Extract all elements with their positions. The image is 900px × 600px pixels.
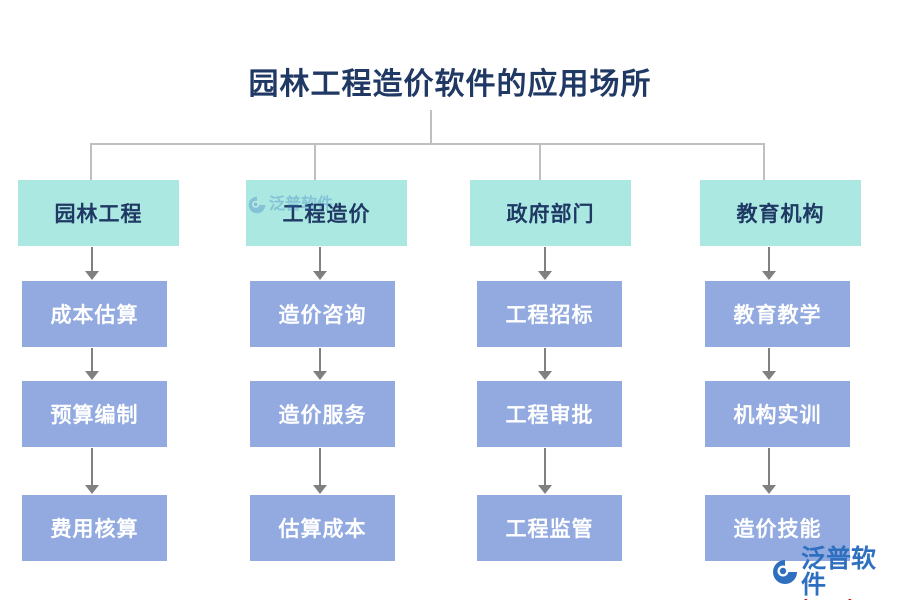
column-item-label: 工程监管 xyxy=(505,517,594,541)
column-item-label: 工程审批 xyxy=(505,403,594,427)
column-heading-label: 政府部门 xyxy=(506,202,595,226)
arrow-col1-h-to-1 xyxy=(85,247,99,280)
column-item-label: 预算编制 xyxy=(50,403,139,427)
arrow-col4-2-to-3 xyxy=(762,448,776,494)
branch-drop-connector-3 xyxy=(539,143,541,181)
fanpu-swoosh-logo-icon xyxy=(772,559,798,585)
arrow-col4-1-to-2 xyxy=(762,348,776,380)
branch-drop-connector-1 xyxy=(90,143,92,181)
column-item-label: 机构实训 xyxy=(733,403,822,427)
column-item-label: 估算成本 xyxy=(278,517,367,541)
column-item-label: 费用核算 xyxy=(50,517,139,541)
arrow-col1-2-to-3 xyxy=(85,448,99,494)
column-item-4-1[interactable]: 教育教学 xyxy=(705,281,850,347)
column-item-label: 造价咨询 xyxy=(278,303,367,327)
column-heading-label: 园林工程 xyxy=(54,202,143,226)
branch-drop-connector-4 xyxy=(763,143,765,181)
column-item-1-3[interactable]: 费用核算 xyxy=(22,495,167,561)
column-item-3-2[interactable]: 工程审批 xyxy=(477,381,622,447)
arrow-col2-1-to-2 xyxy=(313,348,327,380)
watermark-url-text: www.fanpusoft.com xyxy=(772,596,882,600)
arrow-col1-1-to-2 xyxy=(85,348,99,380)
root-bus-connector xyxy=(90,143,764,145)
column-heading-2[interactable]: 工程造价 xyxy=(246,180,407,246)
column-heading-3[interactable]: 政府部门 xyxy=(470,180,631,246)
arrow-col4-h-to-1 xyxy=(762,247,776,280)
column-item-label: 教育教学 xyxy=(733,303,822,327)
column-item-4-3[interactable]: 造价技能 xyxy=(705,495,850,561)
root-stem-connector xyxy=(430,110,432,144)
column-item-2-3[interactable]: 估算成本 xyxy=(250,495,395,561)
page-title: 园林工程造价软件的应用场所 xyxy=(248,68,652,101)
column-item-3-3[interactable]: 工程监管 xyxy=(477,495,622,561)
arrow-col3-h-to-1 xyxy=(538,247,552,280)
column-item-label: 造价服务 xyxy=(278,403,367,427)
column-item-2-2[interactable]: 造价服务 xyxy=(250,381,395,447)
arrow-col3-2-to-3 xyxy=(538,448,552,494)
column-item-3-1[interactable]: 工程招标 xyxy=(477,281,622,347)
column-item-4-2[interactable]: 机构实训 xyxy=(705,381,850,447)
column-heading-label: 教育机构 xyxy=(736,202,825,226)
branch-drop-connector-2 xyxy=(314,143,316,181)
column-item-1-1[interactable]: 成本估算 xyxy=(22,281,167,347)
column-item-2-1[interactable]: 造价咨询 xyxy=(250,281,395,347)
arrow-col2-2-to-3 xyxy=(313,448,327,494)
column-heading-label: 工程造价 xyxy=(282,202,371,226)
column-item-label: 造价技能 xyxy=(733,517,822,541)
column-heading-1[interactable]: 园林工程 xyxy=(18,180,179,246)
arrow-col3-1-to-2 xyxy=(538,348,552,380)
column-item-1-2[interactable]: 预算编制 xyxy=(22,381,167,447)
column-item-label: 工程招标 xyxy=(505,303,594,327)
arrow-col2-h-to-1 xyxy=(313,247,327,280)
column-heading-4[interactable]: 教育机构 xyxy=(700,180,861,246)
column-item-label: 成本估算 xyxy=(50,303,139,327)
